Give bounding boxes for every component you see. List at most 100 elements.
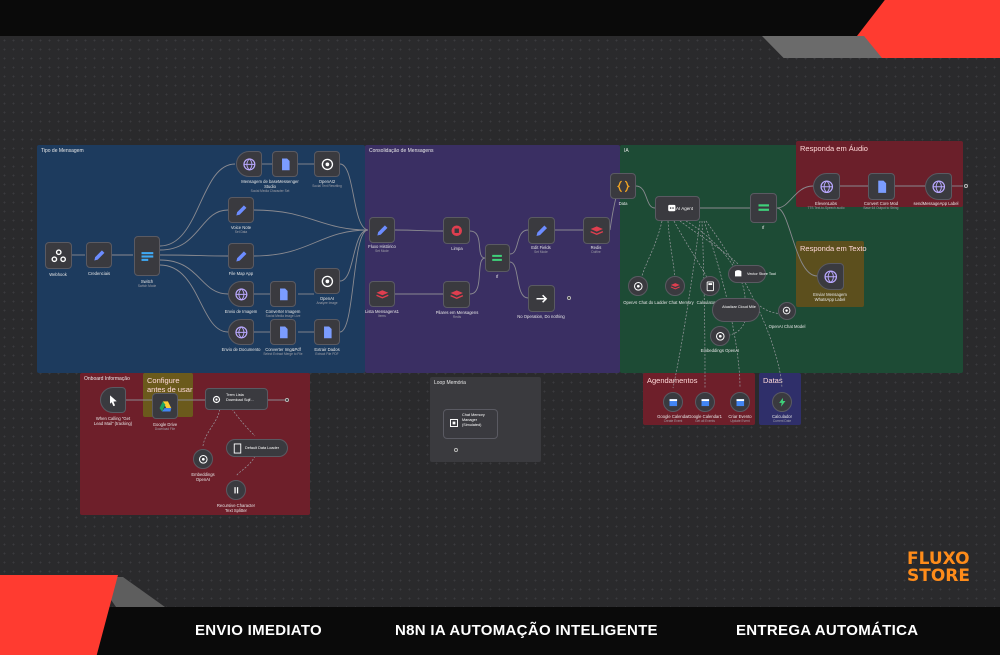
output-handle[interactable] bbox=[567, 296, 571, 300]
workflow-canvas[interactable]: Tipo de Mensagem Consolidação de Mensage… bbox=[0, 36, 1000, 607]
convert-file-node[interactable] bbox=[868, 173, 895, 200]
openai-mid-node[interactable] bbox=[314, 268, 340, 294]
fluxo-historico-node[interactable] bbox=[369, 217, 395, 243]
group-title: Responda em Texto bbox=[800, 244, 867, 253]
converter-doc-node[interactable] bbox=[270, 319, 296, 345]
google-calendar1-node[interactable] bbox=[695, 392, 715, 412]
node-label: Calculator bbox=[696, 300, 716, 305]
corner-accent-grey bbox=[762, 36, 882, 58]
redis-node[interactable] bbox=[583, 217, 610, 244]
node-label: When Calling "Get Lead Mail" (tracking) bbox=[93, 416, 133, 426]
node-label: Data bbox=[618, 201, 628, 206]
envio-imagem-node[interactable] bbox=[228, 281, 254, 307]
pencil-icon bbox=[235, 250, 247, 262]
arrow-right-icon bbox=[536, 294, 547, 303]
voice-node[interactable] bbox=[228, 197, 254, 223]
file-map-app-node[interactable] bbox=[228, 243, 254, 269]
node-label: If bbox=[495, 274, 499, 279]
node-label: Credenciais bbox=[87, 271, 111, 276]
memory-handle[interactable] bbox=[454, 448, 458, 452]
send-text-node[interactable] bbox=[817, 263, 844, 290]
studio-file-node[interactable] bbox=[272, 151, 298, 177]
vector-store-tool-node[interactable]: Vector Store Tool bbox=[728, 265, 776, 283]
atualizar-cloud-node[interactable]: Atualizar Cloud Mile bbox=[712, 298, 760, 322]
node-label: Limpa bbox=[451, 246, 463, 251]
when-executed-node[interactable] bbox=[100, 387, 126, 413]
google-calendar-node[interactable] bbox=[663, 392, 683, 412]
if-node[interactable] bbox=[485, 244, 510, 272]
robot-icon bbox=[668, 205, 676, 212]
node-label: Trem Lista Download Sqlf... bbox=[226, 393, 254, 402]
envio-documento-node[interactable] bbox=[228, 319, 254, 345]
globe-icon bbox=[820, 180, 833, 193]
group-title: Agendamentos bbox=[647, 376, 698, 385]
memory-manager-node[interactable]: Chat Memory Manager (Simulated) bbox=[443, 409, 498, 439]
calculator-icon bbox=[706, 281, 714, 291]
node-label: Atualizar Cloud Mile bbox=[722, 305, 756, 309]
webhook-node[interactable] bbox=[45, 242, 72, 269]
openai-model-node[interactable] bbox=[778, 302, 796, 320]
text-splitter-node[interactable] bbox=[226, 480, 246, 500]
group-title: Responda em Áudio bbox=[800, 144, 868, 153]
node-label: Envio de Documento bbox=[221, 347, 261, 352]
slogan-envio: ENVIO IMEDIATO bbox=[195, 622, 322, 639]
switch-node[interactable] bbox=[134, 236, 160, 276]
if2-node[interactable] bbox=[750, 193, 777, 223]
output-handle[interactable] bbox=[964, 184, 968, 188]
elevenlabs-node[interactable] bbox=[813, 173, 840, 200]
redis-memory-node[interactable] bbox=[665, 276, 685, 296]
data-node[interactable] bbox=[610, 173, 636, 199]
openai-chat-memory-node[interactable] bbox=[628, 276, 648, 296]
send-audio-node[interactable] bbox=[925, 173, 952, 200]
converter-imagem-node[interactable] bbox=[270, 281, 296, 307]
extrair-dados-node[interactable] bbox=[314, 319, 340, 345]
node-label: No Operation, Do nothing bbox=[517, 314, 565, 319]
file-icon bbox=[281, 158, 290, 170]
pencil-icon bbox=[235, 204, 247, 216]
google-drive-icon bbox=[159, 400, 171, 412]
embeddings-node[interactable] bbox=[710, 326, 730, 346]
cursor-icon bbox=[109, 394, 117, 406]
slogan-entrega: ENTREGA AUTOMÁTICA bbox=[736, 622, 919, 639]
embeddings2-node[interactable] bbox=[193, 449, 213, 469]
group-title: Onboard Informação bbox=[84, 376, 130, 382]
pencil-icon bbox=[376, 224, 388, 236]
top-banner bbox=[0, 0, 1000, 36]
google-drive-node[interactable] bbox=[152, 393, 178, 419]
get-list-node[interactable]: Trem Lista Download Sqlf... bbox=[205, 388, 268, 410]
settings-icon bbox=[212, 395, 221, 404]
edit-fields-node[interactable] bbox=[528, 217, 555, 244]
globe-icon bbox=[932, 180, 945, 193]
group-title: Consolidação de Mensagens bbox=[369, 148, 434, 154]
credenciais-node[interactable] bbox=[86, 242, 112, 268]
no-operation-node[interactable] bbox=[528, 285, 555, 312]
ai-agent-node[interactable]: AI Agent bbox=[655, 196, 700, 221]
criar-evento-node[interactable] bbox=[730, 392, 750, 412]
limpa-node[interactable] bbox=[443, 217, 470, 244]
openai-icon bbox=[321, 275, 333, 287]
redis-icon bbox=[670, 282, 680, 290]
pilares-node[interactable] bbox=[443, 281, 470, 308]
memory-icon bbox=[450, 419, 458, 427]
lista-mensagens-node[interactable] bbox=[369, 281, 395, 307]
redis-icon bbox=[450, 290, 463, 299]
globe-icon bbox=[234, 325, 248, 339]
calculator-node[interactable] bbox=[700, 276, 720, 296]
slogan-bar: ENVIO IMEDIATO N8N IA AUTOMAÇÃO INTELIGE… bbox=[0, 607, 1000, 655]
mensagem-studio-node[interactable] bbox=[236, 151, 262, 177]
globe-icon bbox=[824, 270, 837, 283]
openai-top-node[interactable] bbox=[314, 151, 340, 177]
group-title: Tipo de Mensagem bbox=[41, 148, 84, 154]
default-loader-node[interactable]: Default Data Loader bbox=[226, 439, 288, 457]
output-handle[interactable] bbox=[285, 398, 289, 402]
node-label: Envio de Imagem bbox=[224, 309, 258, 314]
calculador-node[interactable] bbox=[772, 392, 792, 412]
node-label: Chat Memory Manager (Simulated) bbox=[462, 413, 485, 427]
